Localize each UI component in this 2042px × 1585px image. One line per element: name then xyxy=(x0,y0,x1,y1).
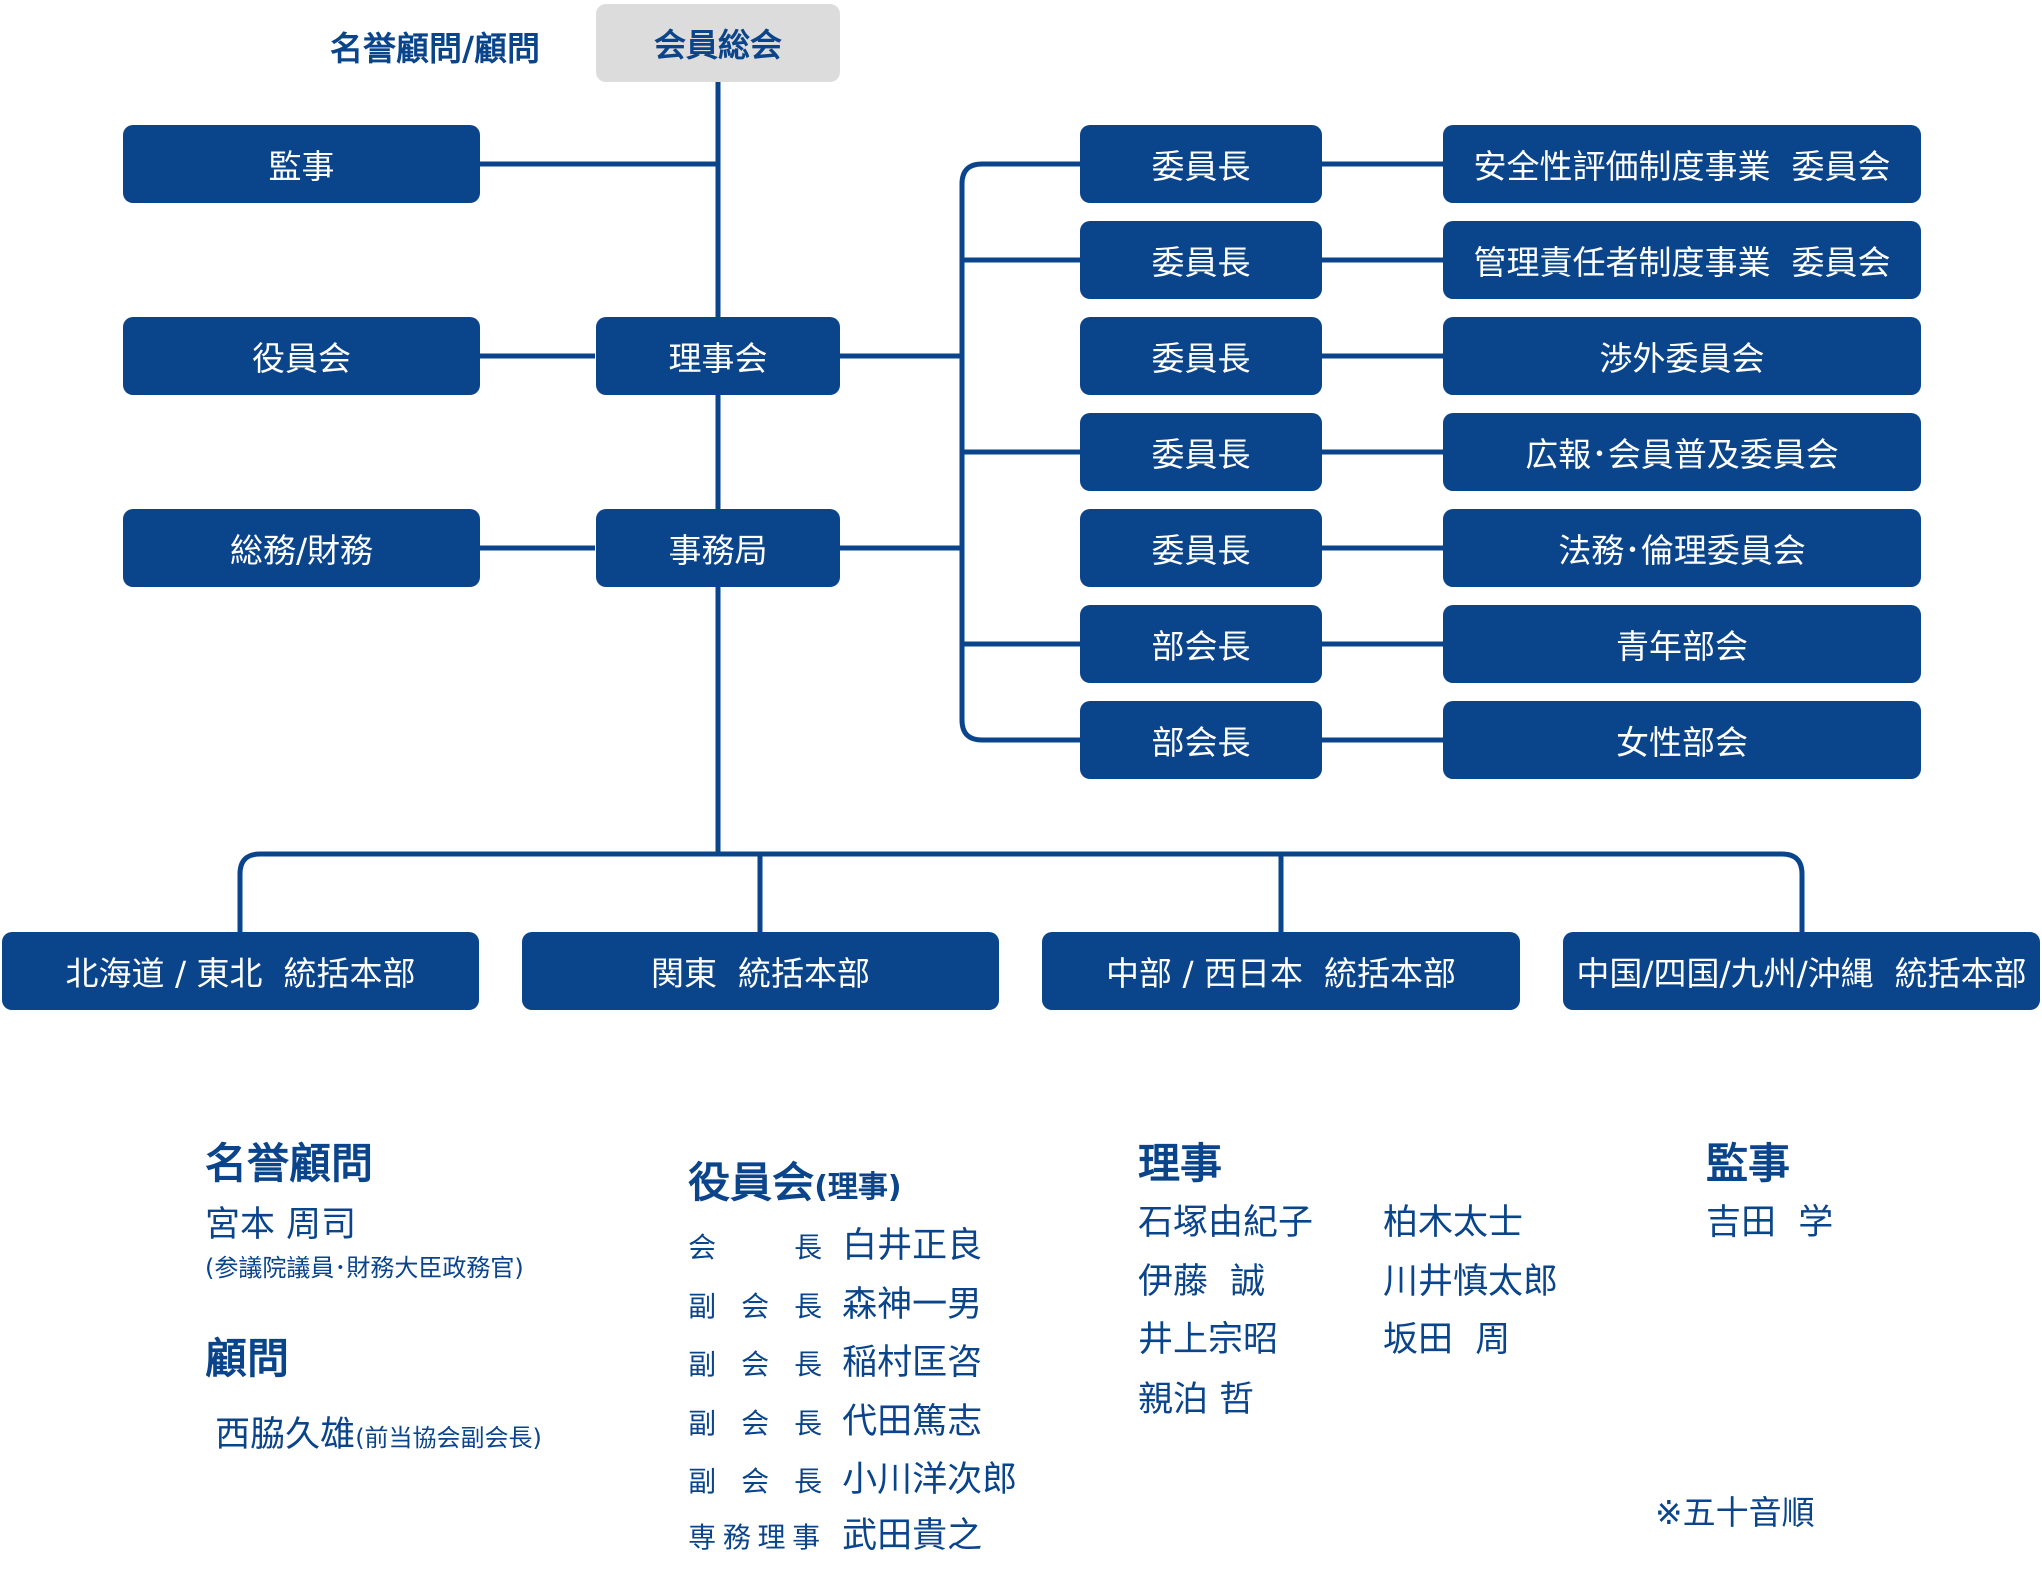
officer-role: 副会長 xyxy=(688,1407,823,1440)
honorary-heading: 名誉顧問 xyxy=(205,1139,374,1188)
officer-row: 会長白井正良 xyxy=(678,1198,982,1268)
director-name: 柏木太士 xyxy=(1383,1203,1524,1243)
advisor-name: 西脇久雄 xyxy=(215,1415,356,1455)
director-name: 川井慎太郎 xyxy=(1383,1262,1559,1302)
officer-name: 代田篤志 xyxy=(842,1402,983,1442)
committee-box: 渉外委員会 xyxy=(1443,317,1921,395)
secretariat-box: 事務局 xyxy=(596,509,840,587)
footnote: ※五十音順 xyxy=(1655,1493,1815,1532)
general-affairs-box: 総務/財務 xyxy=(123,509,480,587)
committee-box: 安全性評価制度事業 委員会 xyxy=(1443,125,1921,203)
committee-box: 女性部会 xyxy=(1443,701,1921,779)
advisor-label: 名誉顧問/顧問 xyxy=(330,29,541,68)
region-box: 中部 / 西日本 統括本部 xyxy=(1042,932,1520,1010)
director-name: 井上宗昭 xyxy=(1138,1320,1279,1360)
officer-role: 会長 xyxy=(688,1231,823,1264)
committee-box: 広報･会員普及委員会 xyxy=(1443,413,1921,491)
officers-heading-line: 役員会(理事) xyxy=(678,1130,902,1210)
officer-role: 専務理事 xyxy=(688,1521,823,1554)
advisor-line: 西脇久雄(前当協会副会長) xyxy=(205,1387,542,1457)
director-name: 親泊 哲 xyxy=(1138,1380,1255,1420)
officer-role: 副会長 xyxy=(688,1348,823,1381)
officer-name: 白井正良 xyxy=(842,1226,983,1266)
committee-box: 管理責任者制度事業 委員会 xyxy=(1443,221,1921,299)
committee-head-box: 委員長 xyxy=(1080,221,1322,299)
director-name: 坂田 周 xyxy=(1383,1320,1511,1360)
committee-box: 法務･倫理委員会 xyxy=(1443,509,1921,587)
committee-head-box: 委員長 xyxy=(1080,125,1322,203)
officer-row: 副会長代田篤志 xyxy=(678,1374,982,1444)
director-name: 伊藤 誠 xyxy=(1138,1262,1266,1302)
committee-head-box: 委員長 xyxy=(1080,509,1322,587)
officer-row: 副会長稲村匡咨 xyxy=(678,1315,982,1385)
audit-box: 監事 xyxy=(123,125,480,203)
director-name: 石塚由紀子 xyxy=(1138,1203,1314,1243)
officer-row: 専務理事武田貴之 xyxy=(678,1488,982,1558)
committee-head-box: 委員長 xyxy=(1080,317,1322,395)
officers-heading-note: (理事) xyxy=(814,1170,902,1205)
region-box: 北海道 / 東北 統括本部 xyxy=(2,932,479,1010)
advisor-heading: 顧問 xyxy=(205,1334,290,1383)
officers-heading: 役員会 xyxy=(688,1158,815,1207)
advisor-note: (前当協会副会長) xyxy=(355,1424,542,1452)
officer-name: 稲村匡咨 xyxy=(842,1343,983,1383)
auditor-name: 吉田 学 xyxy=(1706,1203,1834,1243)
committee-box: 青年部会 xyxy=(1443,605,1921,683)
officer-name: 小川洋次郎 xyxy=(842,1460,1018,1500)
honorary-name: 宮本 周司 xyxy=(205,1205,357,1245)
region-box: 関東 統括本部 xyxy=(522,932,999,1010)
officer-role: 副会長 xyxy=(688,1290,823,1323)
officer-name: 森神一男 xyxy=(842,1285,983,1325)
directors-heading: 理事 xyxy=(1138,1139,1223,1188)
officer-role: 副会長 xyxy=(688,1465,823,1498)
committee-head-box: 部会長 xyxy=(1080,605,1322,683)
honorary-note: (参議院議員･財務大臣政務官) xyxy=(205,1254,524,1282)
officers-box: 役員会 xyxy=(123,317,480,395)
officer-name: 武田貴之 xyxy=(842,1516,983,1556)
committee-head-box: 部会長 xyxy=(1080,701,1322,779)
general-assembly-box: 会員総会 xyxy=(596,4,840,82)
region-box: 中国/四国/九州/沖縄 統括本部 xyxy=(1563,932,2040,1010)
officer-row: 副会長小川洋次郎 xyxy=(678,1432,1017,1502)
auditor-heading: 監事 xyxy=(1706,1139,1791,1188)
committee-head-box: 委員長 xyxy=(1080,413,1322,491)
officer-row: 副会長森神一男 xyxy=(678,1257,982,1327)
board-box: 理事会 xyxy=(596,317,840,395)
